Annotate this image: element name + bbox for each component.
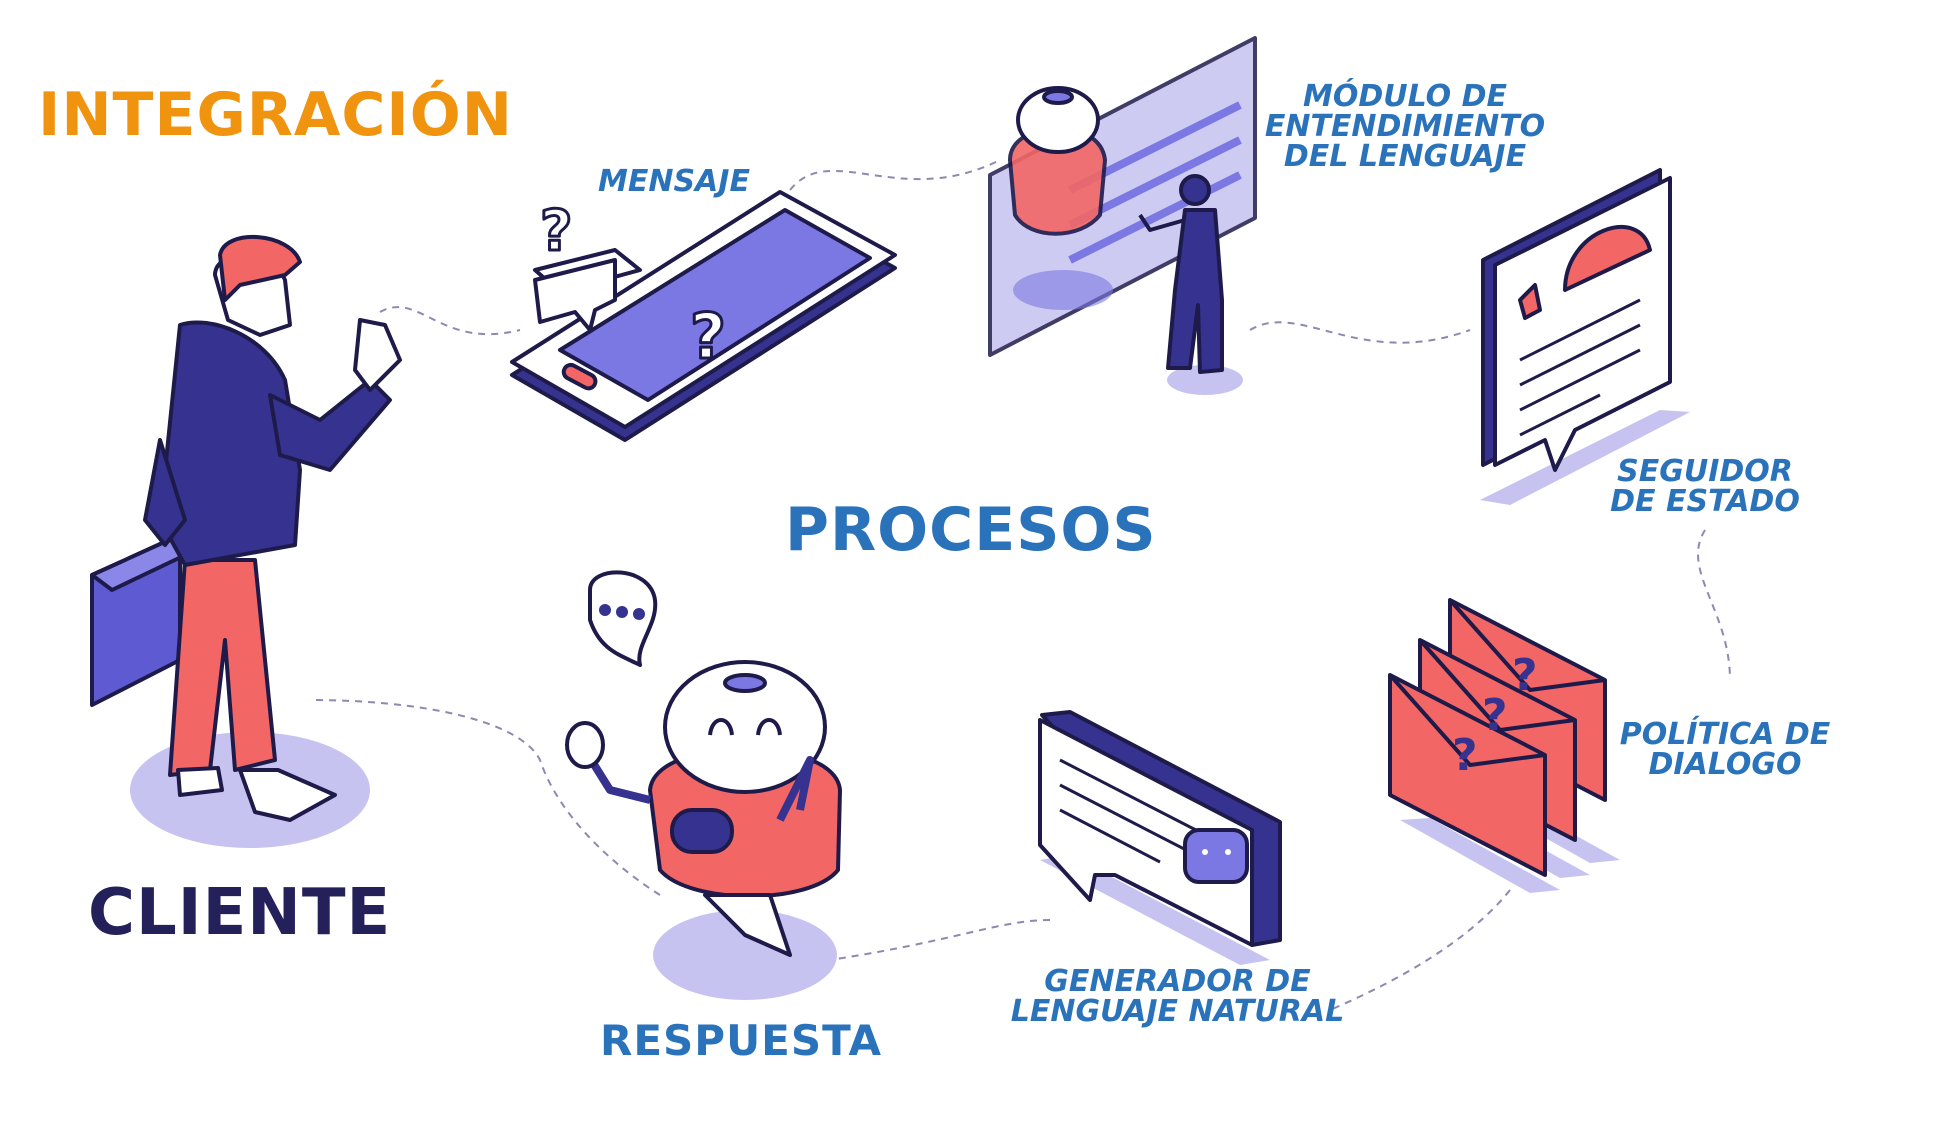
connector-generador-respuesta: [829, 919, 1051, 961]
status-card-icon: [1480, 168, 1690, 505]
label-modulo-line-3: DEL LENGUAJE: [1283, 139, 1527, 174]
speech-panel-icon: [1038, 710, 1282, 965]
person-icon: [90, 235, 402, 848]
heading-integracion: INTEGRACIÓN: [38, 80, 513, 150]
label-generador-line-1: GENERADOR DE: [1044, 964, 1311, 999]
label-generador-line-2: LENGUAJE NATURAL: [1010, 994, 1345, 1029]
label-seguidor-line-1: SEGUIDOR: [1617, 454, 1793, 489]
label-politica-line-1: POLÍTICA DE: [1619, 717, 1831, 752]
heading-procesos: PROCESOS: [785, 495, 1157, 565]
label-modulo-line-1: MÓDULO DE: [1302, 79, 1507, 114]
connector-mensaje-modulo: [789, 159, 1001, 191]
connector-modulo-seguidor: [1249, 321, 1471, 344]
label-politica: POLÍTICA DE DIALOGO: [1605, 720, 1845, 780]
svg-text:?: ?: [690, 300, 726, 373]
svg-text:?: ?: [540, 199, 572, 264]
svg-text:?: ?: [1512, 650, 1538, 701]
label-mensaje: MENSAJE: [598, 167, 750, 197]
connectors: [309, 159, 1731, 1011]
robot-screen-icon: [988, 36, 1257, 395]
connector-cliente-mensaje: [379, 306, 521, 336]
label-mensaje-line-1: MENSAJE: [598, 164, 750, 199]
svg-text:?: ?: [1482, 690, 1508, 741]
label-politica-line-2: DIALOGO: [1648, 747, 1802, 782]
label-seguidor-line-2: DE ESTADO: [1610, 484, 1800, 519]
label-generador: GENERADOR DE LENGUAJE NATURAL: [1005, 967, 1350, 1027]
heading-respuesta: RESPUESTA: [600, 1016, 882, 1065]
smartphone-icon: ? ?: [510, 190, 897, 442]
heading-cliente: CLIENTE: [88, 876, 392, 950]
robot-icon: [565, 570, 842, 1000]
label-modulo: MÓDULO DE ENTENDIMIENTO DEL LENGUAJE: [1260, 82, 1550, 172]
connector-politica-generador: [1329, 889, 1511, 1011]
connector-seguidor-politica: [1697, 529, 1731, 681]
svg-text:?: ?: [1452, 730, 1478, 781]
label-seguidor: SEGUIDOR DE ESTADO: [1600, 457, 1810, 517]
connector-respuesta-cliente: [309, 699, 661, 896]
label-modulo-line-2: ENTENDIMIENTO: [1264, 109, 1546, 144]
envelopes-icon: ? ? ?: [1388, 598, 1620, 893]
